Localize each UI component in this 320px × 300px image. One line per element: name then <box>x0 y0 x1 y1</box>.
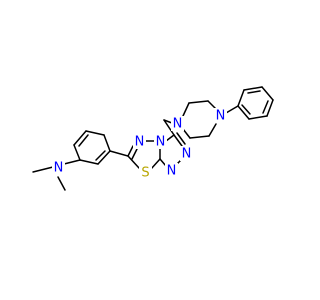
bond-ph-6 <box>237 105 250 120</box>
bond-ph-1 <box>237 89 245 107</box>
atom-label-n-triazole-2: N <box>182 147 192 162</box>
atom-label-n-bridgehead: N <box>156 135 166 150</box>
bond-ph-3 <box>261 86 274 101</box>
atom-label-s-thiadiazole: S <box>141 166 149 181</box>
bond-npip-phenyl <box>225 105 239 114</box>
bond-benzene-5 <box>97 150 111 165</box>
atom-label-n-piperazine-4: N <box>216 109 226 124</box>
atom-n-piperazine-1: N <box>171 116 184 132</box>
atom-label-n-thiadiazole: N <box>135 135 145 150</box>
bond-c6-n-double <box>131 148 138 160</box>
bond-ph-5 <box>248 115 268 120</box>
bond-ph-4 <box>266 99 274 117</box>
bond-ph-2 <box>243 86 263 91</box>
bond-pip-3 <box>207 100 217 110</box>
atom-n-piperazine-4: N <box>214 108 227 124</box>
atom-label-n-triazole-1: N <box>167 164 177 179</box>
bond-ch2-npip <box>163 119 173 124</box>
bond-benzene-3 <box>85 130 105 136</box>
atom-label-n-dimethyl: N <box>54 161 64 176</box>
bond-nme-aryl <box>63 159 81 165</box>
bond-ph-double-1 <box>247 90 261 94</box>
atom-n-triazole-2: N <box>180 146 193 162</box>
bond-c6-n <box>127 145 134 157</box>
atom-labels: N N N S N N N <box>52 108 227 181</box>
bond-pip-1 <box>182 102 190 117</box>
bond-benzene-1 <box>73 144 81 161</box>
bond-pip-5 <box>189 135 210 139</box>
molecule-drawing: N N N S N N N <box>32 86 274 191</box>
bonds <box>32 86 274 191</box>
atom-n-bridgehead: N <box>154 134 167 150</box>
bond-pip-2 <box>188 100 209 104</box>
bond-benzene-double-2 <box>95 150 106 161</box>
bond-c3-ch2 <box>163 119 175 136</box>
atom-n-dimethyl: N <box>52 160 65 176</box>
bond-c3-n2-dbl <box>176 132 186 145</box>
bond-ph-double-2 <box>262 100 269 114</box>
bond-aryl-thiadiazole <box>109 150 129 157</box>
atom-s-thiadiazole: S <box>139 165 152 181</box>
bond-pip-4 <box>208 123 217 137</box>
bond-benzene-double-1 <box>78 134 89 147</box>
bond-benzene-6 <box>79 159 99 165</box>
bond-pip-6 <box>182 128 191 139</box>
atom-n-thiadiazole: N <box>133 134 146 150</box>
bond-nme-methyl-2 <box>57 176 66 191</box>
bond-s-c7a <box>150 158 161 170</box>
bond-benzene-4 <box>103 134 111 152</box>
atom-n-triazole-1: N <box>165 163 178 179</box>
atom-label-n-piperazine-1: N <box>173 117 183 132</box>
bond-nme-methyl-1 <box>32 166 54 173</box>
bond-ph-double-3 <box>241 104 251 115</box>
bond-c6-s <box>127 155 140 169</box>
bond-bridge-c3 <box>165 134 175 142</box>
structure-canvas: N N N S N N N <box>32 86 274 191</box>
bond-c3-n2 <box>173 134 183 147</box>
bond-benzene-2 <box>73 130 87 146</box>
